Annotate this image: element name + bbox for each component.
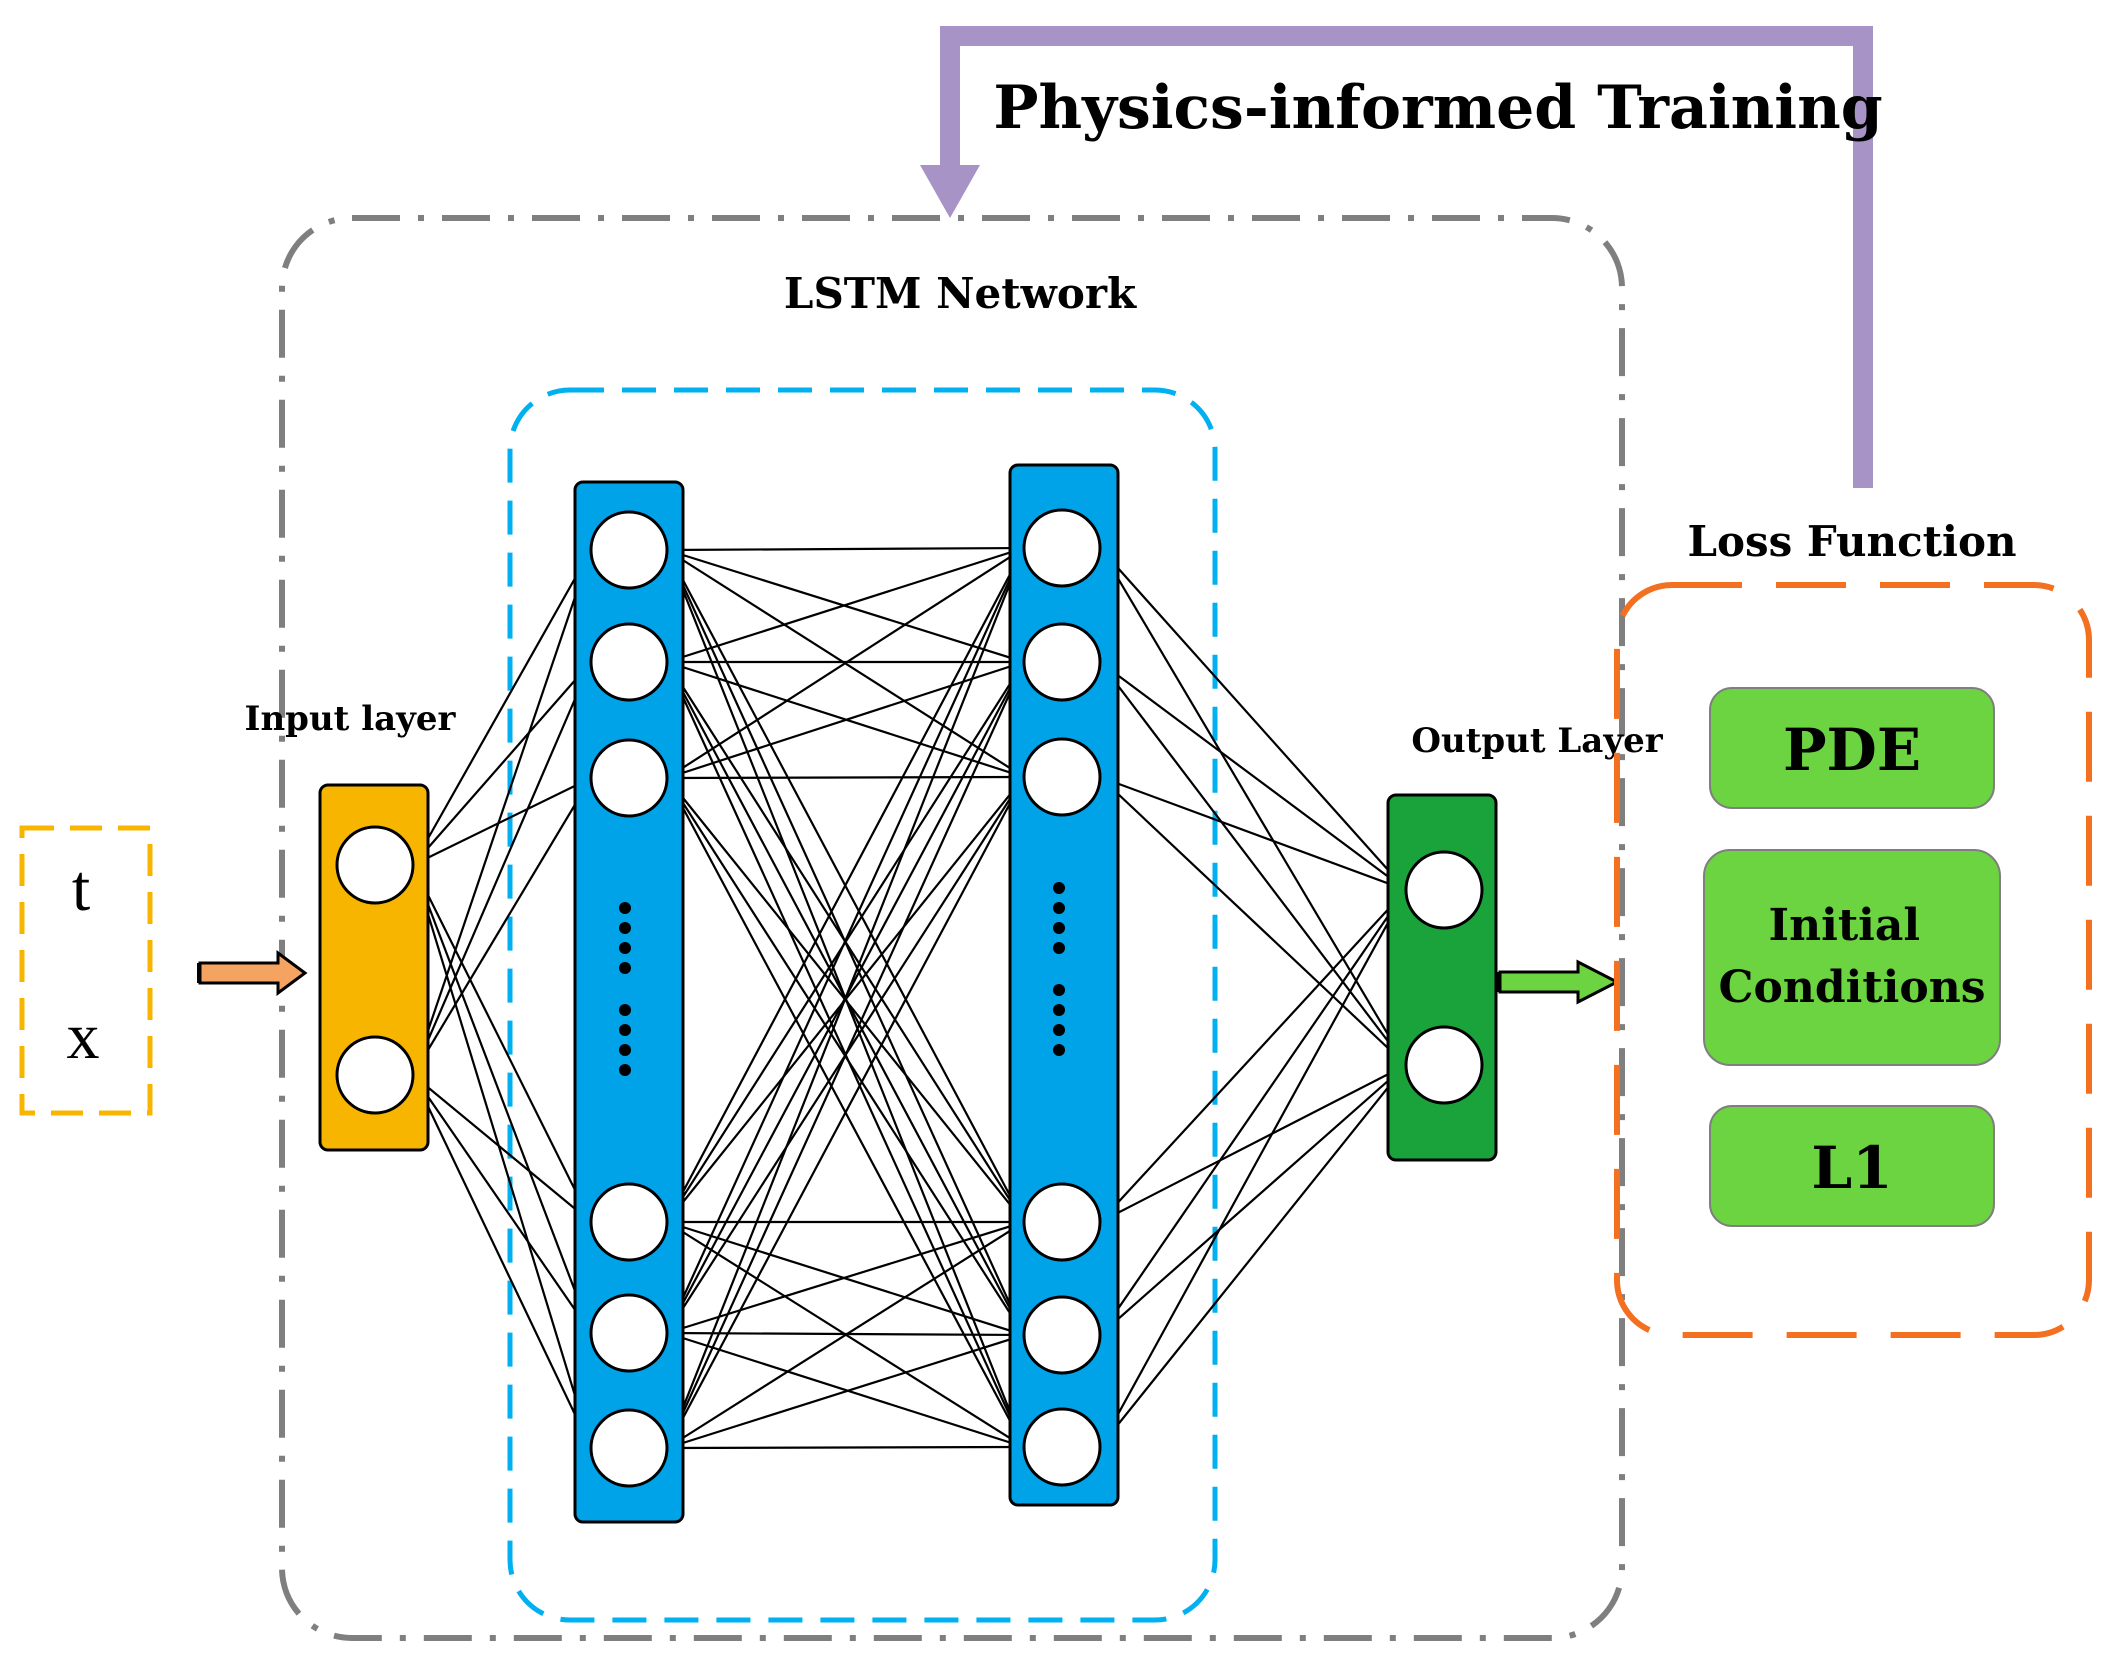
ellipsis-dot-layer2-2 xyxy=(1053,922,1065,934)
ellipsis-dot-layer1-7 xyxy=(619,1064,631,1076)
connection-input-0-to-hidden1-2 xyxy=(412,777,592,866)
neuron-hidden1-4 xyxy=(589,1293,669,1373)
connection-hidden2-2-to-output-0 xyxy=(1099,775,1407,892)
network-connections xyxy=(411,546,1407,1450)
loss-item-initial-conditions: Initial Conditions xyxy=(1703,849,2001,1066)
neuron-hidden2-2 xyxy=(1022,737,1102,817)
input-layer-label: Input layer xyxy=(245,699,457,739)
input-var-t: t xyxy=(72,852,90,925)
input-variables-box xyxy=(19,825,153,1116)
svg-text:Initial Conditions: Initial Conditions xyxy=(1719,900,1986,1013)
neuron-hidden2-5 xyxy=(1022,1407,1102,1487)
connection-input-1-to-hidden1-1 xyxy=(411,661,593,1076)
neuron-hidden1-5 xyxy=(589,1408,669,1488)
connection-input-1-to-hidden1-3 xyxy=(412,1074,592,1223)
neuron-hidden2-3 xyxy=(1022,1182,1102,1262)
loss-item-l1: L1 xyxy=(1709,1105,1995,1227)
connection-input-1-to-hidden1-4 xyxy=(412,1074,592,1334)
connection-input-0-to-hidden1-4 xyxy=(411,864,593,1334)
connection-hidden1-5-to-hidden2-1 xyxy=(665,661,1026,1449)
ellipsis-dot-layer1-3 xyxy=(619,962,631,974)
ellipsis-dot-layer1-4 xyxy=(619,1004,631,1016)
connection-hidden1-1-to-hidden2-0 xyxy=(666,546,1025,664)
ellipsis-dot-layer2-6 xyxy=(1053,1024,1065,1036)
connection-hidden1-5-to-hidden2-0 xyxy=(665,547,1026,1449)
neuron-output-0 xyxy=(1404,850,1484,930)
connection-hidden1-5-to-hidden2-3 xyxy=(666,1221,1025,1449)
neuron-hidden1-0 xyxy=(589,510,669,590)
neuron-hidden1-3 xyxy=(589,1182,669,1262)
connection-hidden2-4-to-output-1 xyxy=(1099,1064,1407,1336)
connection-hidden1-3-to-hidden2-0 xyxy=(666,547,1025,1223)
hidden-layers-box xyxy=(507,387,1218,1623)
connection-input-0-to-hidden1-3 xyxy=(412,864,592,1223)
connection-input-0-to-hidden1-0 xyxy=(412,549,592,866)
ellipsis-dot-layer2-0 xyxy=(1053,882,1065,894)
connection-hidden2-1-to-output-0 xyxy=(1099,661,1407,891)
neuron-input-1 xyxy=(335,1035,415,1115)
loss-item-pde: PDE xyxy=(1709,687,1995,809)
feedback-label: Physics-informed Training xyxy=(993,73,1882,143)
output-layer-label: Output Layer xyxy=(1411,721,1663,761)
connection-input-1-to-hidden1-0 xyxy=(411,549,593,1076)
connection-hidden2-5-to-output-1 xyxy=(1099,1064,1407,1448)
neuron-hidden2-4 xyxy=(1022,1295,1102,1375)
connection-hidden1-4-to-hidden2-0 xyxy=(665,547,1026,1334)
connection-hidden2-1-to-output-1 xyxy=(1099,661,1407,1066)
ellipsis-dot-layer1-2 xyxy=(619,942,631,954)
ellipsis-dot-layer1-1 xyxy=(619,922,631,934)
connection-hidden1-2-to-hidden2-0 xyxy=(666,547,1025,779)
connection-hidden1-2-to-hidden2-2 xyxy=(666,775,1025,780)
connection-hidden1-5-to-hidden2-5 xyxy=(666,1445,1025,1450)
input-var-x: x xyxy=(67,1000,100,1073)
connection-input-0-to-hidden1-5 xyxy=(411,864,593,1449)
neuron-output-1 xyxy=(1404,1025,1484,1105)
neuron-hidden2-0 xyxy=(1022,508,1102,588)
connection-input-1-to-hidden1-5 xyxy=(412,1074,592,1449)
neuron-hidden1-2 xyxy=(589,738,669,818)
connection-hidden2-3-to-output-1 xyxy=(1099,1064,1407,1223)
connection-input-0-to-hidden1-1 xyxy=(412,661,592,866)
neuron-hidden2-1 xyxy=(1022,622,1102,702)
svg-text:L1: L1 xyxy=(1811,1134,1892,1202)
connection-hidden1-4-to-hidden2-5 xyxy=(666,1331,1025,1449)
connection-hidden2-0-to-output-0 xyxy=(1099,547,1407,891)
ellipsis-dot-layer1-6 xyxy=(619,1044,631,1056)
ellipsis-dot-layer2-3 xyxy=(1053,942,1065,954)
connection-hidden2-4-to-output-0 xyxy=(1099,889,1407,1336)
ellipsis-dot-layer2-1 xyxy=(1053,902,1065,914)
connection-hidden1-5-to-hidden2-4 xyxy=(666,1333,1025,1450)
connection-hidden2-3-to-output-0 xyxy=(1099,889,1407,1223)
output-layer-bar xyxy=(1386,793,1498,1162)
output-arrow xyxy=(1496,959,1621,1005)
ellipsis-dot-layer2-4 xyxy=(1053,984,1065,996)
lstm-network-title: LSTM Network xyxy=(784,269,1137,318)
ellipsis-dot-layer2-5 xyxy=(1053,1004,1065,1016)
hidden-ellipsis xyxy=(619,882,1065,1076)
ellipsis-dot-layer1-0 xyxy=(619,902,631,914)
neuron-input-0 xyxy=(335,825,415,905)
connection-hidden2-2-to-output-1 xyxy=(1099,776,1407,1066)
connection-hidden1-5-to-hidden2-2 xyxy=(666,776,1025,1449)
feedback-arrow xyxy=(920,26,1873,488)
ellipsis-dot-layer2-7 xyxy=(1053,1044,1065,1056)
connection-input-1-to-hidden1-2 xyxy=(412,777,592,1076)
loss-function-title: Loss Function xyxy=(1687,517,2016,566)
connection-hidden2-5-to-output-0 xyxy=(1099,889,1407,1448)
connection-hidden1-0-to-hidden2-0 xyxy=(666,546,1025,552)
neurons xyxy=(335,508,1484,1488)
svg-text:PDE: PDE xyxy=(1783,716,1921,784)
loss-function-box xyxy=(1614,582,2092,1338)
neuron-hidden1-1 xyxy=(589,622,669,702)
ellipsis-dot-layer1-5 xyxy=(619,1024,631,1036)
connection-hidden2-0-to-output-1 xyxy=(1099,547,1407,1066)
hidden-layer-1-bar xyxy=(573,480,685,1524)
input-arrow xyxy=(197,950,308,996)
